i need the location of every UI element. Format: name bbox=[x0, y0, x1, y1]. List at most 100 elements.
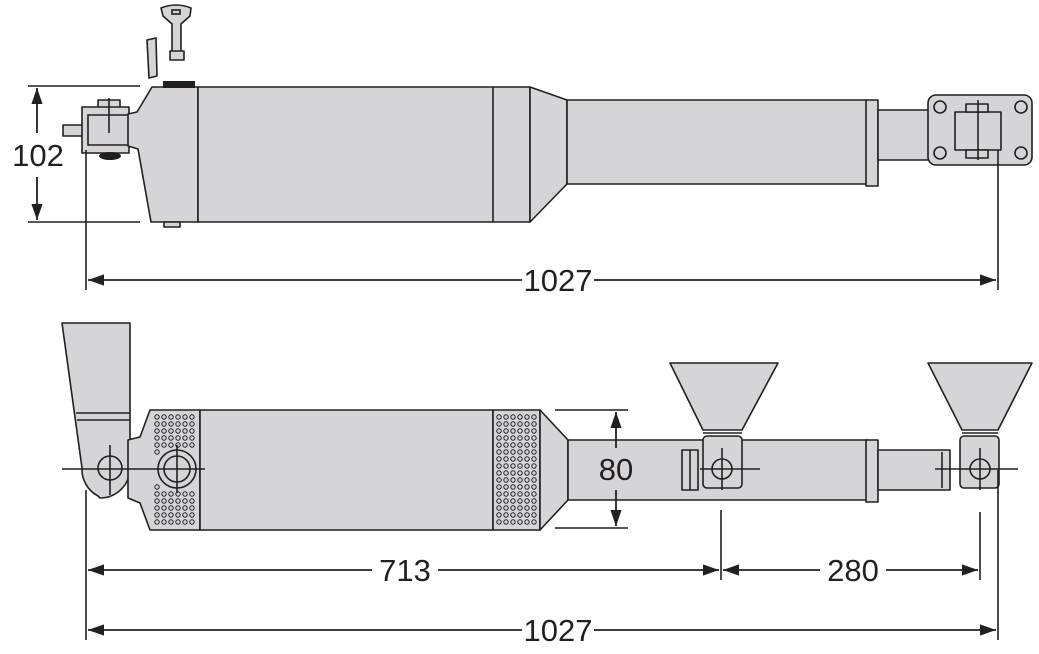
vent-dot bbox=[510, 519, 516, 525]
vent-dot bbox=[503, 435, 509, 441]
vent-dot bbox=[517, 512, 523, 518]
vent-dots-right bbox=[496, 414, 537, 525]
vent-dot bbox=[161, 512, 167, 518]
body-to-bracket-dimension: 713 280 bbox=[85, 470, 999, 640]
vent-dot bbox=[517, 428, 523, 434]
vent-dot bbox=[175, 519, 181, 525]
vent-dot bbox=[517, 463, 523, 469]
vent-dot bbox=[510, 435, 516, 441]
vent-dot bbox=[503, 463, 509, 469]
vent-dot bbox=[154, 428, 160, 434]
vent-dot bbox=[496, 456, 502, 462]
vent-dot bbox=[182, 519, 188, 525]
vent-dot bbox=[496, 519, 502, 525]
vent-dot bbox=[531, 512, 537, 518]
vent-dot bbox=[531, 491, 537, 497]
vent-dot bbox=[517, 421, 523, 427]
vent-dot bbox=[182, 491, 188, 497]
vent-dot bbox=[503, 449, 509, 455]
vent-dot bbox=[503, 421, 509, 427]
vent-dot bbox=[517, 470, 523, 476]
vent-dot bbox=[182, 442, 188, 448]
vent-dot bbox=[524, 421, 530, 427]
vent-dot bbox=[154, 435, 160, 441]
vent-dot bbox=[175, 421, 181, 427]
vent-dot bbox=[189, 519, 195, 525]
vent-dot bbox=[189, 442, 195, 448]
vent-dot bbox=[503, 470, 509, 476]
vent-dot bbox=[510, 470, 516, 476]
vent-dot bbox=[510, 484, 516, 490]
vent-dot bbox=[517, 442, 523, 448]
vent-dot bbox=[524, 435, 530, 441]
vent-dot bbox=[161, 421, 167, 427]
vent-dot bbox=[531, 498, 537, 504]
vent-dot bbox=[154, 491, 160, 497]
vent-dot bbox=[524, 519, 530, 525]
vent-dot bbox=[496, 498, 502, 504]
vent-dot bbox=[531, 442, 537, 448]
vent-dot bbox=[524, 477, 530, 483]
dimension-1027-top-label: 1027 bbox=[524, 263, 593, 298]
vent-dot bbox=[154, 442, 160, 448]
rear-clevis bbox=[62, 98, 130, 160]
dimension-280-label: 280 bbox=[827, 553, 879, 588]
vent-dot bbox=[168, 505, 174, 511]
vent-dot bbox=[517, 498, 523, 504]
vent-dot bbox=[175, 442, 181, 448]
vent-dot bbox=[524, 484, 530, 490]
vent-dot bbox=[524, 463, 530, 469]
vent-dot bbox=[161, 428, 167, 434]
vent-dot bbox=[503, 491, 509, 497]
vent-dot bbox=[517, 484, 523, 490]
vent-dot bbox=[531, 519, 537, 525]
vent-dot bbox=[496, 470, 502, 476]
vent-dot bbox=[161, 442, 167, 448]
vent-dot bbox=[496, 442, 502, 448]
vent-dot bbox=[161, 491, 167, 497]
vent-dot bbox=[510, 477, 516, 483]
vent-dot bbox=[154, 519, 160, 525]
vent-dot bbox=[182, 505, 188, 511]
vent-dot bbox=[161, 505, 167, 511]
vent-dot bbox=[175, 512, 181, 518]
vent-dot bbox=[161, 435, 167, 441]
vent-dot bbox=[524, 470, 530, 476]
top-length-dimension: 1027 bbox=[85, 150, 999, 298]
vent-dot bbox=[154, 414, 160, 420]
motor-housing-side bbox=[62, 409, 569, 531]
vent-dot bbox=[510, 491, 516, 497]
front-bracket-top bbox=[927, 94, 1033, 166]
vent-dot bbox=[503, 456, 509, 462]
vent-dot bbox=[175, 491, 181, 497]
vent-dot bbox=[503, 512, 509, 518]
dimension-102-label: 102 bbox=[12, 138, 64, 173]
vent-dot bbox=[524, 414, 530, 420]
front-bracket-side bbox=[927, 362, 1033, 490]
vent-dot bbox=[175, 414, 181, 420]
vent-dot bbox=[531, 470, 537, 476]
vent-dot bbox=[510, 428, 516, 434]
vent-dot bbox=[531, 463, 537, 469]
vent-dot bbox=[168, 428, 174, 434]
vent-dot bbox=[154, 449, 160, 455]
vent-dot bbox=[154, 505, 160, 511]
vent-dot bbox=[503, 442, 509, 448]
vent-dot bbox=[503, 519, 509, 525]
vent-dot bbox=[510, 414, 516, 420]
vent-dot bbox=[182, 414, 188, 420]
vent-dot bbox=[496, 484, 502, 490]
vent-dot bbox=[496, 435, 502, 441]
vent-dot bbox=[517, 414, 523, 420]
vent-dots-left bbox=[154, 414, 195, 525]
vent-dot bbox=[510, 449, 516, 455]
vent-dot bbox=[524, 512, 530, 518]
actuator-tube-top bbox=[566, 99, 953, 187]
vent-dot bbox=[154, 512, 160, 518]
vent-dot bbox=[496, 421, 502, 427]
vent-dot bbox=[503, 477, 509, 483]
vent-dot bbox=[517, 519, 523, 525]
tube-dimension: 80 bbox=[555, 409, 633, 529]
vent-dot bbox=[154, 421, 160, 427]
